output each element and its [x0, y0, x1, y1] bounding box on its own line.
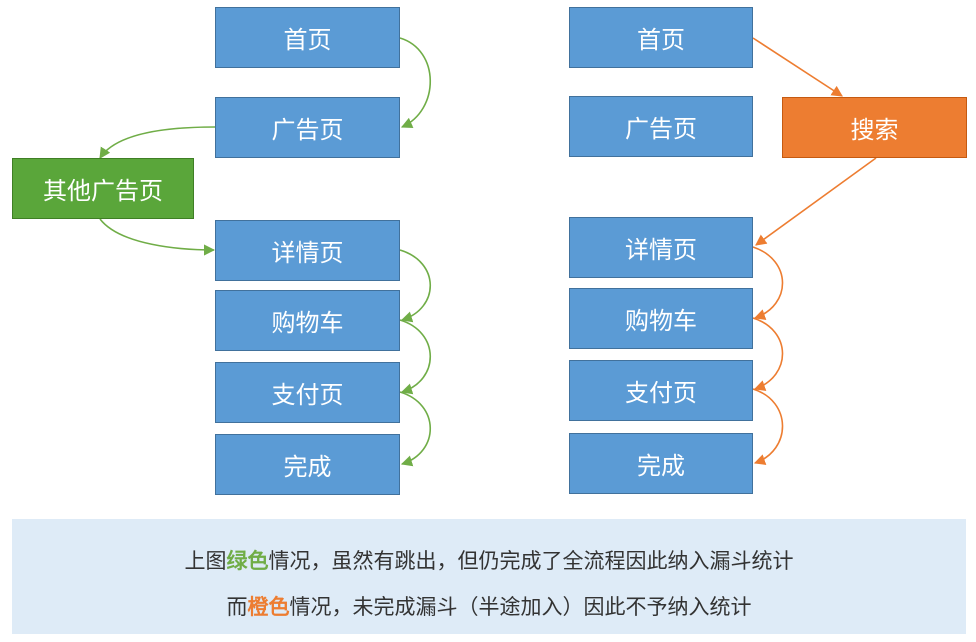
arrow-detail-to-cart-left — [399, 249, 432, 323]
arrow-ad-to-other-ad — [99, 126, 216, 159]
left-pay-label: 支付页 — [271, 381, 344, 409]
left-cart-label: 购物车 — [271, 309, 344, 337]
left-home-box: 首页 — [215, 7, 400, 68]
arrow-cart-to-pay-right — [752, 317, 784, 391]
caption-line-2: 而橙色情况，未完成漏斗（半途加入）因此不予纳入统计 — [12, 591, 966, 621]
left-detail-box: 详情页 — [215, 220, 400, 281]
left-pay-box: 支付页 — [215, 362, 400, 423]
caption-orange-highlight: 橙色 — [247, 595, 290, 619]
arrow-pay-to-done-left — [399, 391, 432, 467]
caption-line-2-prefix: 而 — [226, 595, 248, 619]
left-other-ad-page-label: 其他广告页 — [43, 177, 163, 205]
arrow-home-to-ad-left — [399, 37, 432, 128]
right-cart-label: 购物车 — [625, 307, 697, 335]
caption-line-1-prefix: 上图 — [184, 549, 227, 573]
right-home-label: 首页 — [637, 26, 685, 54]
left-ad-page-label: 广告页 — [271, 116, 344, 144]
caption-line-1: 上图绿色情况，虽然有跳出，但仍完成了全流程因此纳入漏斗统计 — [12, 545, 966, 575]
arrow-other-ad-to-detail — [99, 218, 216, 256]
right-done-label: 完成 — [637, 452, 685, 480]
caption-line-1-suffix: 情况，虽然有跳出，但仍完成了全流程因此纳入漏斗统计 — [268, 549, 794, 573]
arrow-home-to-search — [752, 37, 843, 97]
right-detail-box: 详情页 — [569, 217, 753, 278]
arrow-detail-to-cart-right — [752, 246, 784, 320]
right-detail-label: 详情页 — [625, 236, 697, 264]
right-ad-page-label: 广告页 — [625, 115, 697, 143]
left-home-label: 首页 — [283, 26, 332, 54]
right-done-box: 完成 — [569, 433, 753, 494]
left-done-box: 完成 — [215, 434, 400, 495]
right-cart-box: 购物车 — [569, 288, 753, 349]
right-home-box: 首页 — [569, 7, 753, 68]
right-pay-box: 支付页 — [569, 360, 753, 421]
arrow-pay-to-done-right — [752, 388, 784, 465]
caption-line-2-suffix: 情况，未完成漏斗（半途加入）因此不予纳入统计 — [289, 595, 752, 619]
left-cart-box: 购物车 — [215, 290, 400, 351]
arrow-search-to-detail — [755, 157, 877, 246]
left-detail-label: 详情页 — [271, 239, 344, 267]
right-ad-page-box: 广告页 — [569, 96, 753, 157]
right-pay-label: 支付页 — [625, 379, 697, 407]
right-search-box: 搜索 — [782, 97, 967, 158]
caption-green-highlight: 绿色 — [226, 549, 269, 573]
right-search-label: 搜索 — [850, 116, 899, 144]
arrow-cart-to-pay-left — [399, 319, 432, 395]
left-ad-page-box: 广告页 — [215, 97, 400, 158]
left-done-label: 完成 — [283, 453, 332, 481]
left-other-ad-page-box: 其他广告页 — [12, 158, 194, 219]
caption-panel: 上图绿色情况，虽然有跳出，但仍完成了全流程因此纳入漏斗统计 而橙色情况，未完成漏… — [12, 519, 966, 634]
